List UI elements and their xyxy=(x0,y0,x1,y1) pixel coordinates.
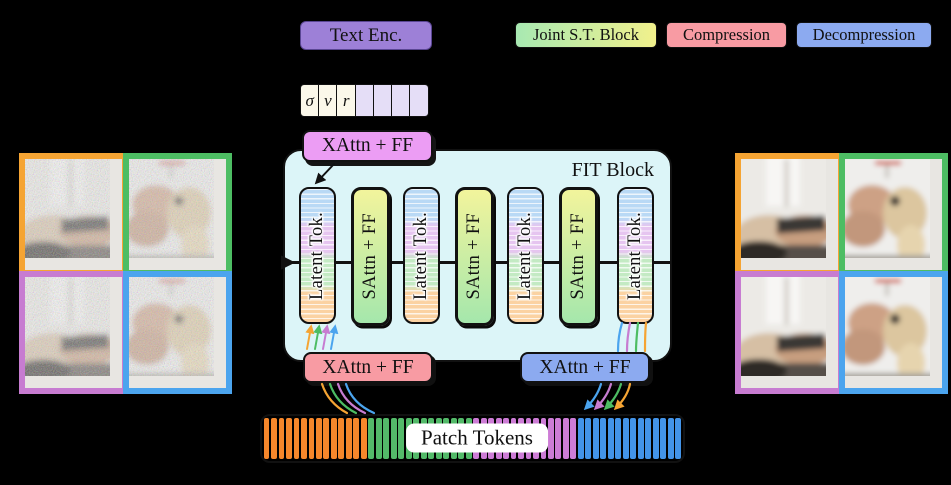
latent-tokens-pill: Latent Tok. xyxy=(507,187,544,324)
patch-token-blue xyxy=(630,417,637,460)
patch-token-orange xyxy=(338,417,345,460)
condition-token-empty xyxy=(372,84,393,117)
patch-token-blue xyxy=(622,417,629,460)
pill-label: SAttn + FF xyxy=(464,213,484,300)
patch-token-orange xyxy=(315,417,322,460)
patch-token-purple xyxy=(570,417,577,460)
patch-token-orange xyxy=(330,417,337,460)
latent-tokens-pill: Latent Tok. xyxy=(299,187,336,324)
patch-token-orange xyxy=(308,417,315,460)
patch-token-blue xyxy=(652,417,659,460)
condition-token-empty xyxy=(409,84,429,117)
xattn-ff-decompression-box: XAttn + FF xyxy=(520,352,650,383)
sattn-ff-pill: SAttn + FF xyxy=(455,187,494,326)
xattn-ff-compression-box: XAttn + FF xyxy=(303,352,433,383)
legend-decompression: Decompression xyxy=(796,22,932,48)
patch-token-orange xyxy=(345,417,352,460)
patch-token-purple xyxy=(562,417,569,460)
patch-token-green xyxy=(368,417,375,460)
patch-token-blue xyxy=(600,417,607,460)
condition-token-empty xyxy=(391,84,411,117)
pill-label: SAttn + FF xyxy=(568,213,588,300)
noisy-input-frame-top-left xyxy=(19,153,128,276)
latent-tokens-pill: Latent Tok. xyxy=(403,187,440,324)
fit-block: FIT Block Latent Tok. SAttn + FF Latent To… xyxy=(283,149,672,362)
patch-token-green xyxy=(390,417,397,460)
latent-tokens-pill: Latent Tok. xyxy=(617,187,654,324)
condition-token-r: r xyxy=(336,84,356,117)
sattn-ff-pill: SAttn + FF xyxy=(559,187,598,326)
patch-token-orange xyxy=(286,417,292,460)
patch-token-orange xyxy=(323,417,330,460)
patch-token-blue xyxy=(607,417,614,460)
patch-token-green xyxy=(398,417,405,460)
patch-token-blue xyxy=(667,417,674,460)
xattn-ff-text-box: XAttn + FF xyxy=(302,130,433,162)
noisy-input-frame-bottom-right xyxy=(123,271,232,394)
legend-joint-st-block: Joint S.T. Block xyxy=(515,22,657,48)
patch-token-orange xyxy=(263,417,270,460)
pill-label: Latent Tok. xyxy=(515,211,535,300)
fit-block-title: FIT Block xyxy=(571,159,654,181)
clean-output-frame-bottom-left xyxy=(735,271,844,394)
patch-token-orange xyxy=(293,417,300,460)
sattn-ff-pill: SAttn + FF xyxy=(351,187,390,326)
clean-output-frame-top-right xyxy=(839,153,948,276)
noisy-input-frame-bottom-left xyxy=(19,271,128,394)
patch-token-orange xyxy=(360,417,367,460)
patch-token-blue xyxy=(660,417,667,460)
condition-token-ν: ν xyxy=(318,84,338,117)
patch-token-blue xyxy=(645,417,652,460)
pill-label: Latent Tok. xyxy=(411,211,431,300)
patch-token-green xyxy=(383,417,390,460)
pill-label: SAttn + FF xyxy=(360,213,380,300)
patch-token-green xyxy=(375,417,382,460)
pill-label: Latent Tok. xyxy=(625,211,645,300)
patch-token-orange xyxy=(278,417,285,460)
text-encoder-box: Text Enc. xyxy=(300,21,432,50)
patch-token-orange xyxy=(301,417,307,460)
clean-output-frame-bottom-right xyxy=(839,271,948,394)
patch-tokens-label: Patch Tokens xyxy=(406,423,548,453)
patch-token-orange xyxy=(271,417,277,460)
patch-token-blue xyxy=(615,417,622,460)
patch-token-blue xyxy=(592,417,599,460)
pill-label: Latent Tok. xyxy=(307,211,327,300)
patch-token-purple xyxy=(555,417,562,460)
legend-compression: Compression xyxy=(666,22,787,48)
patch-token-blue xyxy=(675,417,682,460)
condition-token-empty xyxy=(354,84,375,117)
patch-token-blue xyxy=(585,417,592,460)
patch-token-blue xyxy=(637,417,644,460)
clean-output-frame-top-left xyxy=(735,153,844,276)
patch-token-orange xyxy=(353,417,360,460)
condition-token-σ: σ xyxy=(300,84,320,117)
patch-token-blue xyxy=(577,417,584,460)
patch-token-purple xyxy=(548,417,554,460)
noisy-input-frame-top-right xyxy=(123,153,232,276)
